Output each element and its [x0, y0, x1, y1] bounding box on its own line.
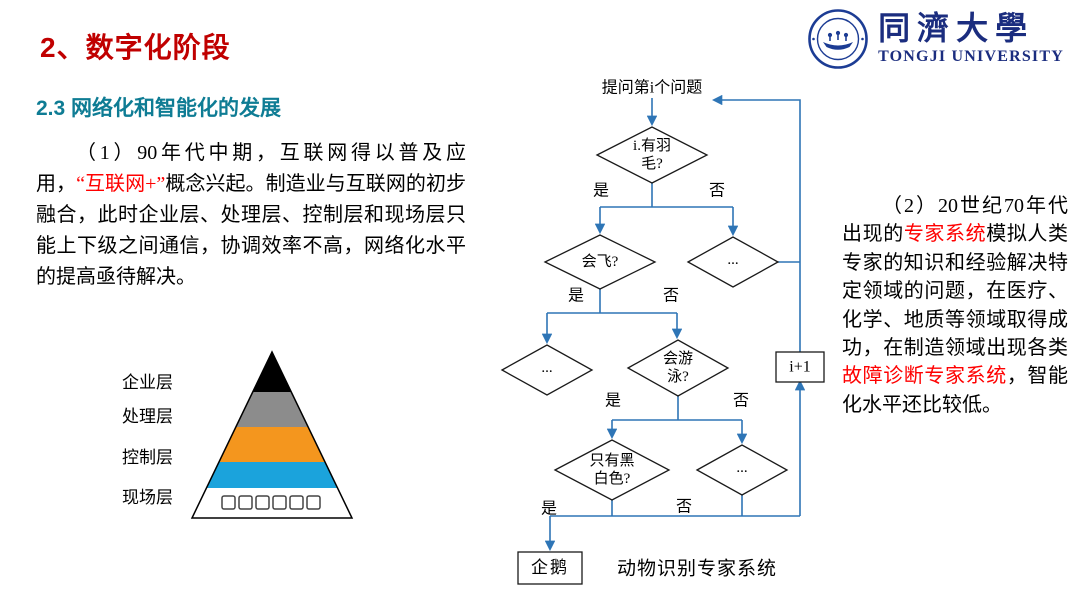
pyramid-layer-control: [219, 427, 325, 462]
paragraph-expert-seg5: ，智能化水平还比较低。: [842, 365, 1069, 416]
paragraph-expert-seg1: （2）20世纪70年代出现的: [842, 195, 1068, 246]
flow-node-black-white: 只有黑白色?: [589, 452, 634, 488]
branch-no-2: 否: [662, 287, 680, 305]
tongji-seal-icon: [808, 9, 868, 69]
paragraph-networking-seg3: 概念兴起。制造业与互联网的初步融合，此时企业层、处理层、控制层和现场层只能上下级…: [36, 173, 466, 288]
branch-no-1: 否: [708, 182, 726, 200]
paragraph-networking-seg1: （1）90年代中期，互联网得以普及应用，: [36, 142, 466, 195]
pyramid-label-field: 现场层: [122, 488, 173, 507]
paragraph-expert-seg3: 模拟人类专家的知识和经验解决特定领域的问题，在医疗、化学、地质等领域取得成功，在…: [842, 223, 1069, 359]
branch-no-3: 否: [732, 392, 750, 410]
diamond-can-swim: [626, 339, 730, 397]
highlight-fault-diagnosis: 故障诊断专家系统: [842, 365, 1007, 388]
branch-yes-2: 是: [567, 287, 585, 305]
pyramid-outline: [190, 350, 354, 519]
flow-node-line: 只有黑: [589, 453, 635, 469]
diamond-has-feathers: [595, 126, 709, 184]
seal-boat-glyph: [823, 30, 854, 50]
pyramid-label-control: 控制层: [122, 448, 173, 467]
diamond-dots-1: [686, 236, 780, 288]
flow-node-line: 白色?: [593, 471, 631, 487]
flow-shapes: [500, 126, 825, 585]
branch-yes-4: 是: [540, 500, 558, 518]
university-name-block: 同濟大學 TONGJI UNIVERSITY: [878, 8, 1064, 67]
page-title: 2、数字化阶段: [40, 32, 231, 63]
branch-no-4: 否: [675, 498, 693, 516]
diamond-black-white: [553, 439, 671, 501]
flow-node-has-feathers: i.有羽毛?: [633, 137, 671, 173]
pyramid-layer-devices: [192, 488, 352, 518]
university-name-en: TONGJI UNIVERSITY: [878, 48, 1064, 66]
highlight-expert-system: 专家系统: [903, 223, 987, 246]
paragraph-networking: （1）90年代中期，互联网得以普及应用，“互联网+”概念兴起。制造业与互联网的初…: [36, 138, 466, 293]
pyramid-layer-enterprise: [253, 352, 291, 392]
flow-node-can-swim: 会游泳?: [663, 350, 693, 386]
flow-node-line: 毛?: [641, 156, 663, 172]
diamond-dots-3: [695, 444, 789, 496]
flow-result-label: 企鹅: [531, 557, 569, 577]
flow-start-label: 提问第i个问题: [601, 79, 703, 97]
increment-box: [775, 351, 825, 383]
flow-node-line: i.有羽: [633, 138, 671, 154]
flow-node-can-fly: 会飞?: [581, 254, 619, 270]
flow-increment-label: i+1: [789, 358, 811, 376]
flow-connectors: [541, 94, 806, 552]
flow-node-line: 泳?: [667, 369, 689, 385]
university-logo: 同濟大學 TONGJI UNIVERSITY: [807, 8, 1064, 70]
field-device-squares: [221, 495, 321, 510]
seal-dot-right: [861, 37, 864, 41]
flow-node-line: 会游: [662, 351, 694, 367]
branch-yes-3: 是: [604, 392, 622, 410]
paragraph-expert-systems: （2）20世纪70年代出现的专家系统模拟人类专家的知识和经验解决特定领域的问题，…: [842, 192, 1068, 419]
flowchart-svg: [500, 94, 825, 585]
pyramid-label-enterprise: 企业层: [122, 373, 173, 392]
pyramid-layer-processing: [236, 392, 308, 427]
university-name-cn: 同濟大學: [878, 8, 1035, 47]
automation-pyramid: [190, 350, 354, 519]
highlight-internet-plus: “互联网+”: [76, 173, 166, 195]
result-box: [517, 551, 583, 585]
branch-yes-1: 是: [592, 182, 610, 200]
flow-node-dots-2: ...: [541, 360, 553, 376]
section-subtitle: 2.3 网络化和智能化的发展: [36, 97, 282, 120]
pyramid-label-processing: 处理层: [122, 407, 173, 426]
flow-node-dots-3: ...: [736, 460, 748, 476]
seal-dot-left: [812, 37, 815, 41]
flowchart-caption: 动物识别专家系统: [616, 558, 778, 580]
diamond-dots-2: [500, 344, 594, 396]
diamond-can-fly: [543, 234, 657, 290]
pyramid-layer-field: [207, 462, 337, 488]
flow-node-dots-1: ...: [727, 252, 739, 268]
seal-inner-ring: [816, 17, 860, 61]
